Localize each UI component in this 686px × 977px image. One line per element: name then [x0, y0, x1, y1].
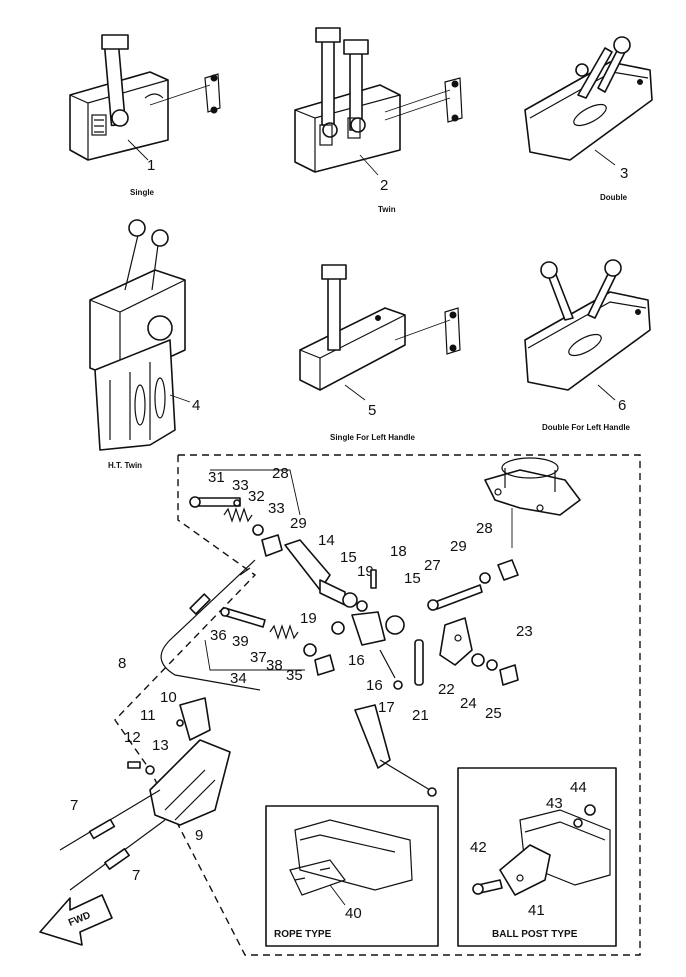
part-label: 34 — [230, 670, 247, 687]
part-label: 7 — [70, 797, 78, 814]
control-box-twin — [294, 27, 463, 173]
part-label: 25 — [485, 705, 502, 722]
part-label: 5 — [368, 402, 376, 419]
part-label: 29 — [290, 515, 307, 532]
part-label: 16 — [366, 677, 383, 694]
part-label: 42 — [470, 839, 487, 856]
part-label: 1 — [147, 157, 155, 174]
part-label: 28 — [476, 520, 493, 537]
part-label: 32 — [248, 488, 265, 505]
part-label: 33 — [268, 500, 285, 517]
part-label: 33 — [232, 477, 249, 494]
part-label: 31 — [208, 469, 225, 486]
part-label: 39 — [232, 633, 249, 650]
part-label: 9 — [195, 827, 203, 844]
inset-rope-type: 40 ROPE TYPE — [265, 805, 439, 947]
caption-single: Single — [130, 188, 155, 197]
part-label: 11 — [140, 707, 156, 724]
part-label: 14 — [318, 532, 335, 549]
part-label: 6 — [618, 397, 626, 414]
part-label: 7 — [132, 867, 140, 884]
part-label: 15 — [404, 570, 421, 587]
part-label: 29 — [450, 538, 467, 555]
part-label: 4 — [192, 397, 200, 414]
part-label: 19 — [357, 563, 374, 580]
inset-rope-label: ROPE TYPE — [274, 929, 332, 940]
part-label: 8 — [118, 655, 126, 672]
fwd-arrow: FWD — [39, 894, 113, 946]
part-label: 3 — [620, 165, 628, 182]
part-label: 22 — [438, 681, 455, 698]
part-label: 23 — [516, 623, 533, 640]
part-label: 19 — [300, 610, 317, 627]
part-label: 16 — [348, 652, 365, 669]
caption-ht-twin: H.T. Twin — [108, 461, 142, 470]
part-label: 2 — [380, 177, 388, 194]
part-label: 27 — [424, 557, 441, 574]
control-box-double — [524, 36, 653, 161]
part-label: 41 — [528, 902, 545, 919]
inset-ball-post-type: 44 43 42 41 BALL POST TYPE — [457, 767, 617, 947]
caption-double: Double — [600, 193, 628, 202]
part-label: 18 — [390, 543, 407, 560]
engine-mount-bracket — [484, 457, 581, 548]
part-label: 24 — [460, 695, 477, 712]
part-label: 35 — [286, 667, 303, 684]
control-box-double-left — [524, 259, 651, 391]
part-label: 28 — [272, 465, 289, 482]
part-label: 12 — [124, 729, 141, 746]
part-label: 17 — [378, 699, 395, 716]
caption-twin: Twin — [378, 205, 396, 214]
part-label: 21 — [412, 707, 429, 724]
control-box-single — [69, 34, 221, 161]
part-label: 10 — [160, 689, 177, 706]
control-box-ht-twin — [89, 219, 186, 451]
part-label: 43 — [546, 795, 563, 812]
caption-single-left: Single For Left Handle — [330, 433, 415, 442]
part-label: 37 — [250, 649, 267, 666]
part-label: 15 — [340, 549, 357, 566]
control-box-single-left — [299, 264, 461, 391]
part-label: 40 — [345, 905, 362, 922]
part-label: 13 — [152, 737, 169, 754]
caption-double-left: Double For Left Handle — [542, 423, 631, 432]
part-label: 38 — [266, 657, 283, 674]
part-label: 36 — [210, 627, 227, 644]
part-label: 44 — [570, 779, 587, 796]
inset-ball-post-label: BALL POST TYPE — [492, 929, 578, 940]
